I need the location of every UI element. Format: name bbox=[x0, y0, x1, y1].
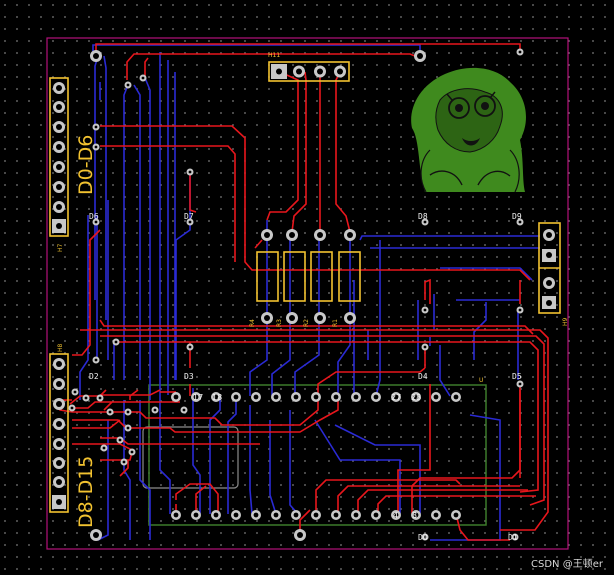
pin-27-label: 27 bbox=[391, 393, 401, 402]
crystal-outline bbox=[142, 426, 239, 489]
csdn-watermark: CSDN @王顿er bbox=[531, 559, 603, 570]
header-h11[interactable] bbox=[268, 61, 350, 82]
corner-pads[interactable] bbox=[90, 50, 426, 541]
r1-label: R1 bbox=[332, 319, 339, 327]
net-d1: D1 bbox=[508, 533, 518, 542]
net-d3: D3 bbox=[184, 372, 194, 381]
net-d0: D0 bbox=[418, 533, 428, 542]
top-copper-layer bbox=[59, 43, 549, 541]
pin-17-label: 17 bbox=[193, 393, 203, 402]
vias bbox=[68, 48, 524, 541]
net-d7: D7 bbox=[184, 212, 194, 221]
resistor-pads-bottom[interactable] bbox=[261, 312, 356, 324]
ic-label: U bbox=[479, 377, 483, 384]
board-outline bbox=[46, 37, 569, 550]
header-h8[interactable] bbox=[49, 353, 69, 513]
resistor-pads-top[interactable] bbox=[261, 229, 356, 241]
r2-label: R2 bbox=[303, 319, 310, 327]
ic-pins-top[interactable] bbox=[171, 392, 461, 402]
net-d2: D2 bbox=[89, 372, 99, 381]
h7-label: H7 bbox=[57, 243, 64, 252]
header-h9[interactable] bbox=[538, 222, 561, 314]
pin-18-label: 18 bbox=[212, 393, 222, 402]
h11-label: H11 bbox=[268, 52, 280, 59]
r4-label: R4 bbox=[249, 319, 256, 327]
header-h7[interactable] bbox=[49, 77, 69, 237]
ic-pins-bottom[interactable] bbox=[171, 510, 461, 520]
h9-label: H9 bbox=[562, 317, 569, 326]
cartoon-logo bbox=[411, 67, 526, 193]
net-d6: D6 bbox=[89, 212, 99, 221]
silk-text-d8-d15: D8-D15 bbox=[75, 456, 97, 528]
h8-label: H8 bbox=[57, 343, 64, 352]
net-d5: D5 bbox=[512, 372, 522, 381]
net-d4: D4 bbox=[418, 372, 428, 381]
silk-text-d0-d6: D0-D6 bbox=[75, 135, 97, 195]
pin-3-label: 3 bbox=[412, 511, 417, 520]
pin-4-label: 4 bbox=[393, 511, 398, 520]
net-d9: D9 bbox=[512, 212, 522, 221]
r3-label: R3 bbox=[276, 319, 283, 327]
pin-28-label: 28 bbox=[411, 393, 421, 402]
net-d8: D8 bbox=[418, 212, 428, 221]
resistor-bodies bbox=[256, 251, 361, 302]
